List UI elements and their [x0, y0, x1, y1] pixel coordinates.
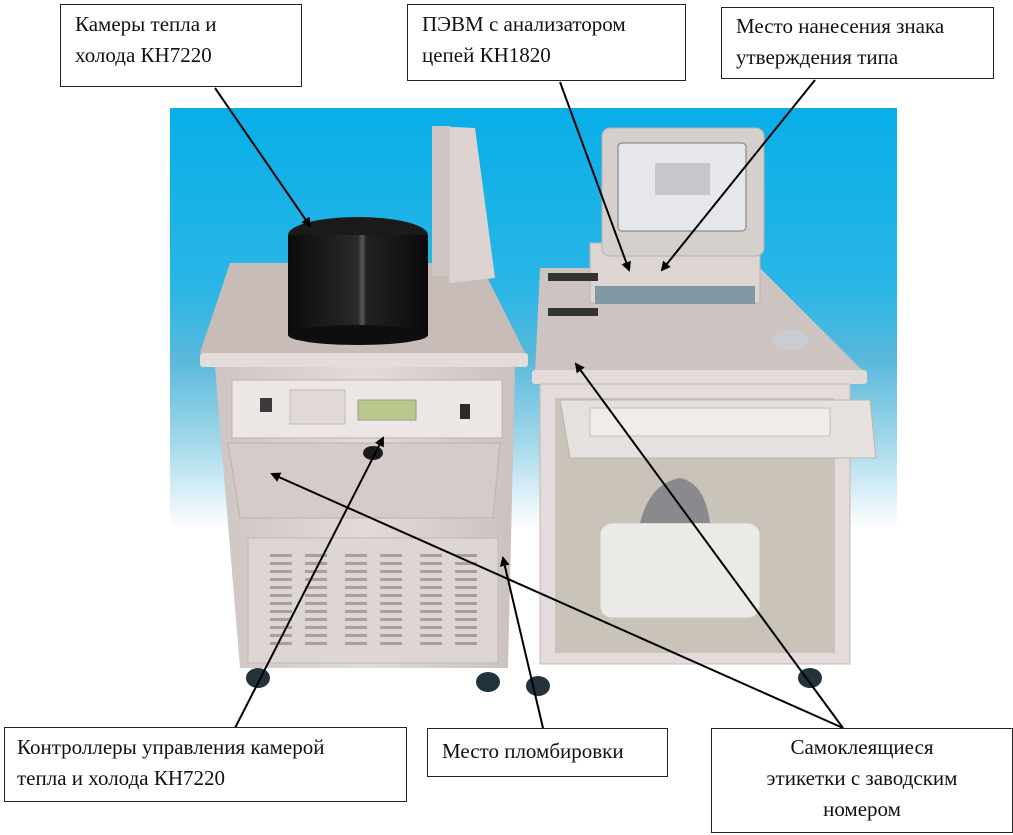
- callout-pc-line-1: ПЭВМ с анализатором: [422, 12, 626, 36]
- callout-self-adhesive-labels: Самоклеящиеся этикетки с заводским номер…: [711, 728, 1013, 833]
- callout-pc-analyzer: ПЭВМ с анализатором цепей КН1820: [407, 4, 686, 81]
- callout-chambers-line-2: холода КН7220: [75, 43, 212, 67]
- callout-labels-line-3: номером: [823, 797, 901, 821]
- equipment-photo: [170, 108, 897, 708]
- callout-pc-line-2: цепей КН1820: [422, 43, 551, 67]
- callout-labels-line-1: Самоклеящиеся: [790, 735, 934, 759]
- callout-controllers: Контроллеры управления камерой тепла и х…: [4, 727, 407, 802]
- callout-chambers-line-1: Камеры тепла и: [75, 12, 217, 36]
- callout-labels-line-2: этикетки с заводским: [766, 766, 958, 790]
- callout-type-approval-mark: Место нанесения знака утверждения типа: [721, 7, 994, 79]
- callout-seal-location: Место пломбировки: [427, 728, 668, 777]
- callout-chambers: Камеры тепла и холода КН7220: [60, 4, 302, 87]
- callout-seal-line-1: Место пломбировки: [442, 739, 624, 763]
- callout-controllers-line-1: Контроллеры управления камерой: [17, 735, 325, 759]
- callout-type-mark-line-1: Место нанесения знака: [736, 14, 945, 38]
- callout-type-mark-line-2: утверждения типа: [736, 45, 899, 69]
- callout-controllers-line-2: тепла и холода КН7220: [17, 766, 226, 790]
